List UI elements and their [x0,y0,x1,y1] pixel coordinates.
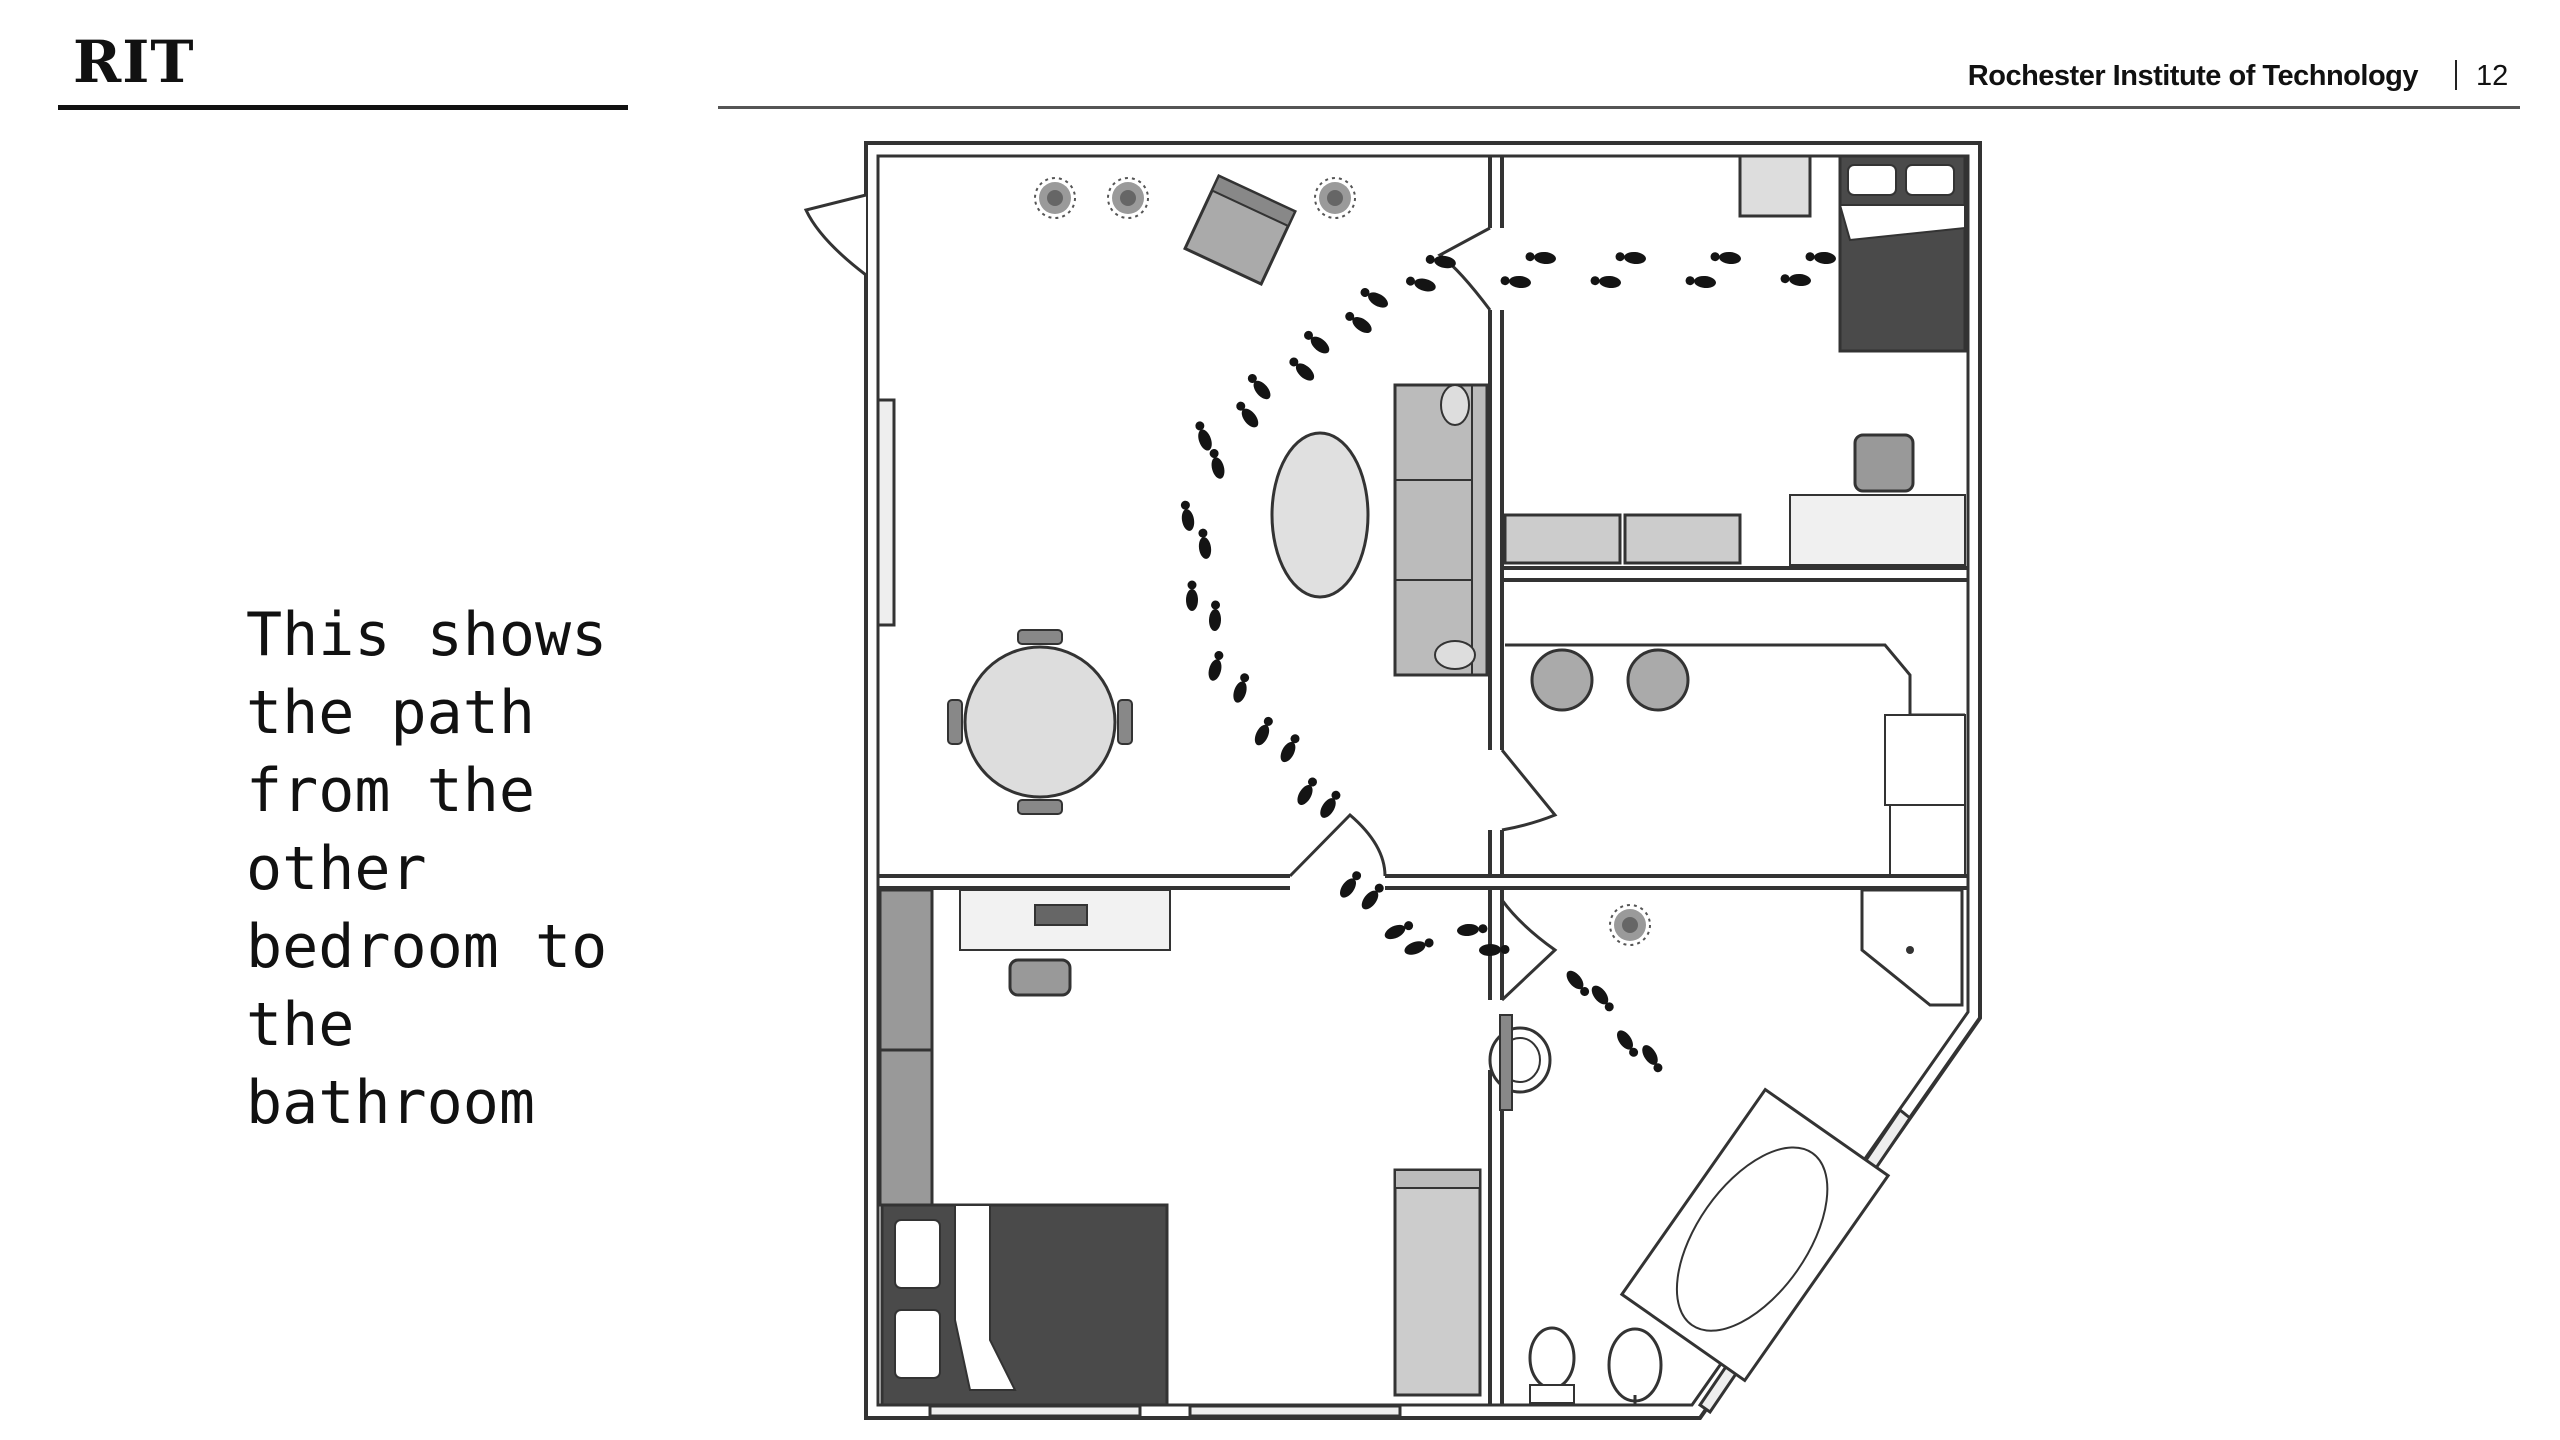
page-number: 12 [2476,60,2509,92]
bathroom [1488,888,1964,1405]
institution-name: Rochester Institute of Technology [1967,60,2419,92]
header-separator [2455,60,2457,90]
entry-door [803,193,867,277]
rit-logo: RIT [73,28,195,96]
bedroom-bottom-left [878,888,1482,1407]
slide-caption: This shows the path from the other bedro… [246,600,608,1138]
logo-underline [58,105,628,110]
footprint-path [1178,250,1837,1075]
interior-walls [878,156,1968,1405]
bedroom-top-right [1503,154,1967,566]
doors [1288,226,1558,1002]
header-rule [718,106,2520,109]
living-room [947,174,1489,815]
kitchen [1505,643,1966,876]
